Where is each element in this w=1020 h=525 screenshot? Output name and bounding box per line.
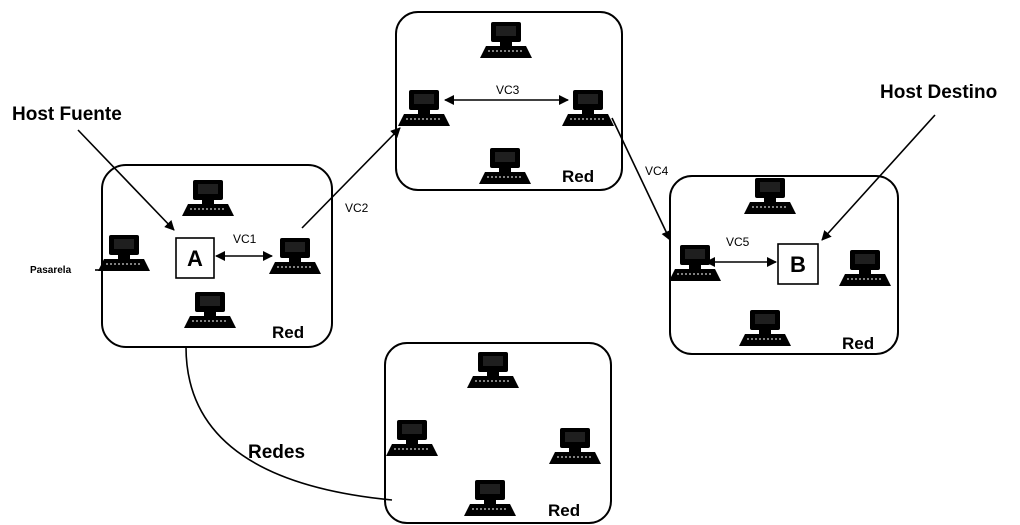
- computer-icon: [738, 309, 792, 347]
- red-label-left: Red: [272, 323, 304, 342]
- link-redes: [185, 346, 393, 501]
- red-label-top: Red: [562, 167, 594, 186]
- arrow-host-fuente: [77, 129, 175, 231]
- vc1-label: VC1: [233, 232, 257, 246]
- computer-icon: [466, 351, 520, 389]
- arrow-host-destino: [821, 114, 936, 241]
- vc5-label: VC5: [726, 235, 750, 249]
- link-vc4: [611, 117, 671, 241]
- computer-icon: [385, 419, 439, 457]
- computer-icon: [181, 179, 235, 217]
- computer-icon: [743, 177, 797, 215]
- computer-icon: [397, 89, 451, 127]
- computer-icon: [478, 147, 532, 185]
- link-vc2: [301, 127, 401, 229]
- computer-icon: [479, 21, 533, 59]
- network-box-bottom: [384, 342, 612, 524]
- red-label-bottom: Red: [548, 501, 580, 520]
- network-box-right: [669, 175, 899, 355]
- host-b-label: B: [790, 252, 806, 277]
- red-label-right: Red: [842, 334, 874, 353]
- computer-icon: [838, 249, 892, 287]
- computer-icon: [183, 291, 237, 329]
- host-a-box: [175, 237, 215, 279]
- network-box-left: [101, 164, 333, 348]
- redes-label: Redes: [248, 442, 305, 463]
- computer-icon: [668, 244, 722, 282]
- host-fuente-label: Host Fuente: [12, 104, 122, 125]
- vc4-label: VC4: [645, 164, 669, 178]
- vc2-label: VC2: [345, 201, 369, 215]
- computer-icon: [97, 234, 151, 272]
- computer-icon: [561, 89, 615, 127]
- host-a-label: A: [187, 246, 203, 271]
- host-destino-label: Host Destino: [880, 82, 997, 103]
- host-b-box: [777, 243, 819, 285]
- computer-icon: [268, 237, 322, 275]
- pasarela-label: Pasarela: [30, 265, 72, 276]
- network-box-top: [395, 11, 623, 191]
- computer-icon: [548, 427, 602, 465]
- vc3-label: VC3: [496, 83, 520, 97]
- computer-icon: [463, 479, 517, 517]
